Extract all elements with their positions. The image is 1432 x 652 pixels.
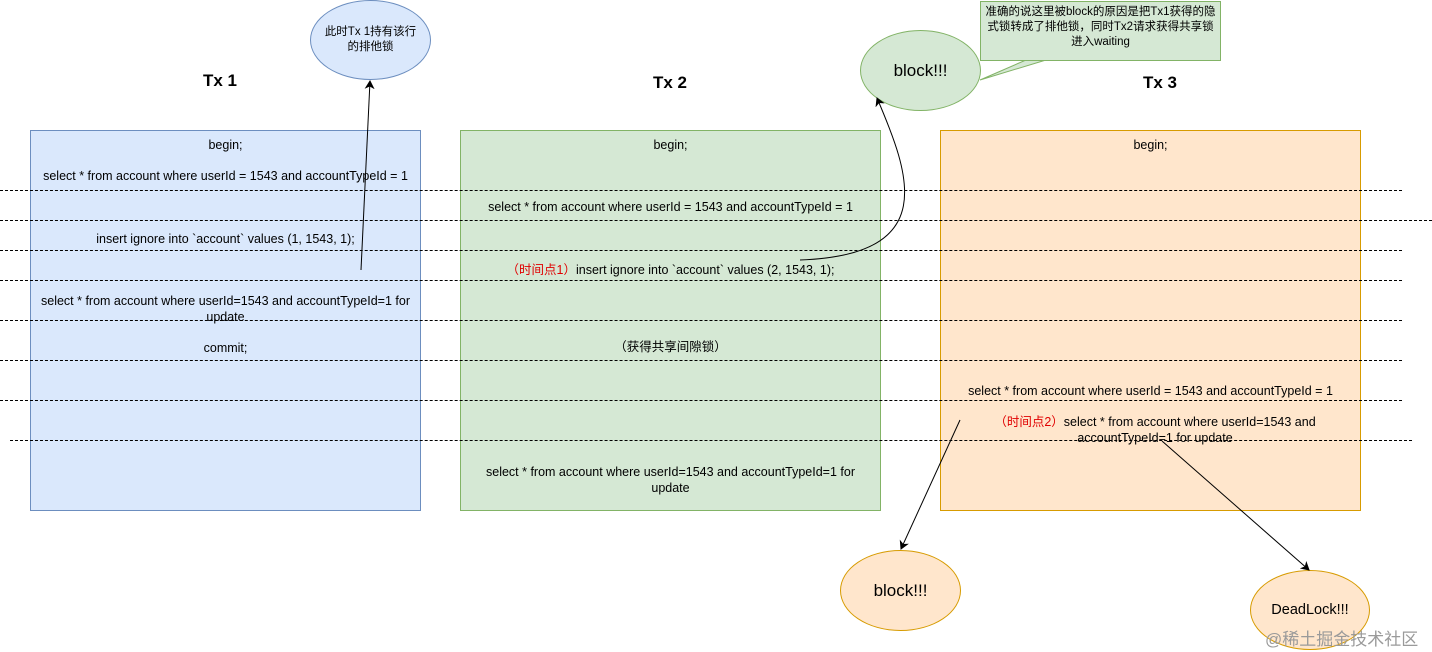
callout-tail <box>979 59 1047 81</box>
explanation-callout: 准确的说这里被block的原因是把Tx1获得的隐式锁转成了排他锁，同时Tx2请求… <box>980 1 1221 61</box>
tx2-time-marker: （时间点1） <box>506 263 576 277</box>
tx3-select-for-update-line: （时间点2）select * from account where userId… <box>975 414 1335 446</box>
timeline-divider <box>0 320 1402 321</box>
tx1-insert: insert ignore into `account` values (1, … <box>96 232 355 246</box>
tx1-lock-bubble: 此时Tx 1持有该行的排他锁 <box>310 0 431 80</box>
tx3-begin: begin; <box>1133 138 1168 152</box>
timeline-divider <box>0 190 1402 191</box>
tx2-gap-lock-note: （获得共享间隙锁） <box>614 340 727 354</box>
timeline-divider <box>0 220 1432 221</box>
tx3-select: select * from account where userId = 154… <box>968 384 1333 398</box>
timeline-divider <box>0 400 1402 401</box>
tx1-select: select * from account where userId = 154… <box>43 169 408 183</box>
arrow-tx3-block <box>899 419 961 550</box>
callout-border-fix <box>980 60 1221 61</box>
timeline-divider <box>0 360 1402 361</box>
tx1-select-for-update: select * from account where userId=1543 … <box>41 294 410 324</box>
arrow-tx2-block <box>799 97 906 261</box>
tx3-select-for-update: select * from account where userId=1543 … <box>1063 415 1316 445</box>
timeline-divider <box>10 440 1412 441</box>
tx3-header: Tx 3 <box>1142 73 1178 92</box>
tx2-select: select * from account where userId = 154… <box>488 200 853 214</box>
tx3-time-marker: （时间点2） <box>994 415 1064 429</box>
tx2-select-for-update: select * from account where userId=1543 … <box>486 465 855 495</box>
tx1-begin: begin; <box>208 138 243 152</box>
tx2-insert: insert ignore into `account` values (2, … <box>575 263 835 277</box>
tx2-header: Tx 2 <box>652 73 688 92</box>
timeline-divider <box>0 280 1402 281</box>
timeline-divider <box>0 250 1402 251</box>
block-bubble-bottom: block!!! <box>840 550 961 631</box>
tx1-commit: commit; <box>203 341 248 355</box>
arrow-tx3-deadlock <box>1161 440 1310 571</box>
tx2-begin: begin; <box>653 138 688 152</box>
arrow-tx1-lock <box>360 80 375 271</box>
tx2-insert-line: （时间点1）insert ignore into `account` value… <box>460 262 881 278</box>
watermark-text: @稀土掘金技术社区 <box>1265 630 1419 649</box>
deadlock-bubble: DeadLock!!! <box>1250 570 1370 650</box>
tx1-header: Tx 1 <box>202 71 238 90</box>
